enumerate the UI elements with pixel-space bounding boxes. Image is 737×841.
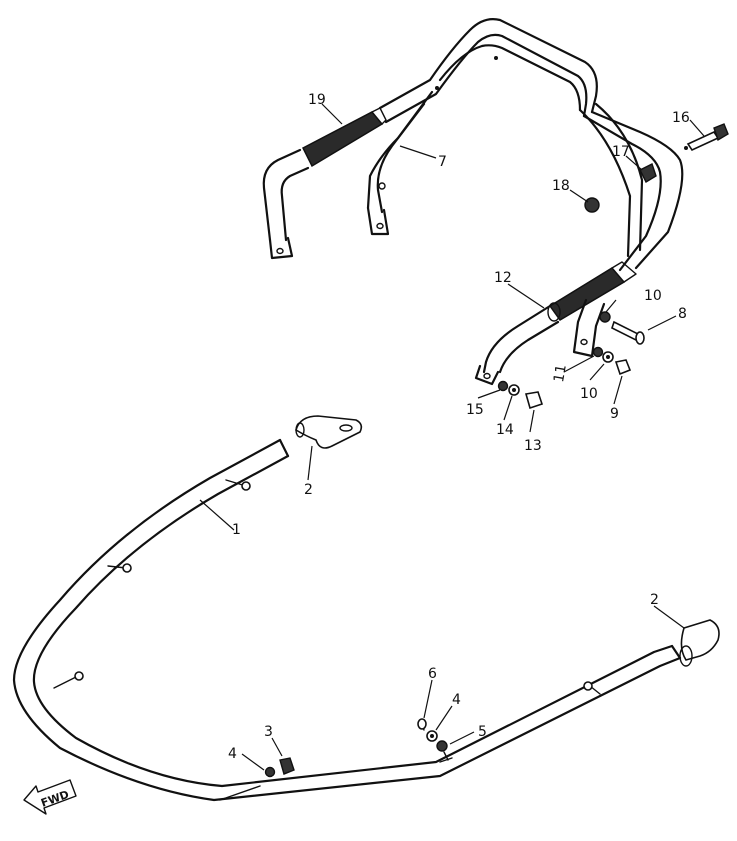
callout-2-upper: 2 — [304, 482, 313, 498]
fwd-label: FWD — [39, 788, 70, 810]
callout-2-lower: 2 — [650, 592, 659, 608]
callout-11: 11 — [551, 363, 570, 383]
fwd-arrow: FWD — [23, 779, 77, 815]
callout-17: 17 — [612, 144, 630, 160]
callout-4-right: 4 — [452, 692, 461, 708]
callout-5: 5 — [478, 724, 487, 740]
callout-3: 3 — [264, 724, 273, 740]
callout-18: 18 — [552, 178, 570, 194]
hardware-lower — [264, 718, 449, 778]
hardware-upper — [497, 123, 729, 410]
leader-lines — [199, 103, 705, 771]
callout-19: 19 — [308, 92, 326, 108]
lower-rail-1 — [12, 438, 682, 802]
callout-4-left: 4 — [228, 746, 237, 762]
left-grip — [301, 111, 384, 168]
callout-9: 9 — [610, 406, 619, 422]
callout-14: 14 — [496, 422, 514, 438]
callout-7: 7 — [438, 154, 447, 170]
callouts: 19 7 16 17 18 12 10 8 11 10 9 15 14 13 2… — [228, 92, 690, 762]
callout-16: 16 — [672, 110, 690, 126]
callout-12: 12 — [494, 270, 512, 286]
callout-13: 13 — [524, 438, 542, 454]
callout-1: 1 — [232, 522, 241, 538]
right-grip — [548, 267, 626, 321]
end-cap-upper — [295, 415, 363, 449]
handle-bar-assembly — [262, 18, 688, 386]
callout-10-upper: 10 — [644, 288, 662, 304]
callout-6: 6 — [428, 666, 437, 682]
callout-10-lower: 10 — [580, 386, 598, 402]
end-cap-lower — [680, 619, 720, 661]
callout-15: 15 — [466, 402, 484, 418]
callout-8: 8 — [678, 306, 687, 322]
